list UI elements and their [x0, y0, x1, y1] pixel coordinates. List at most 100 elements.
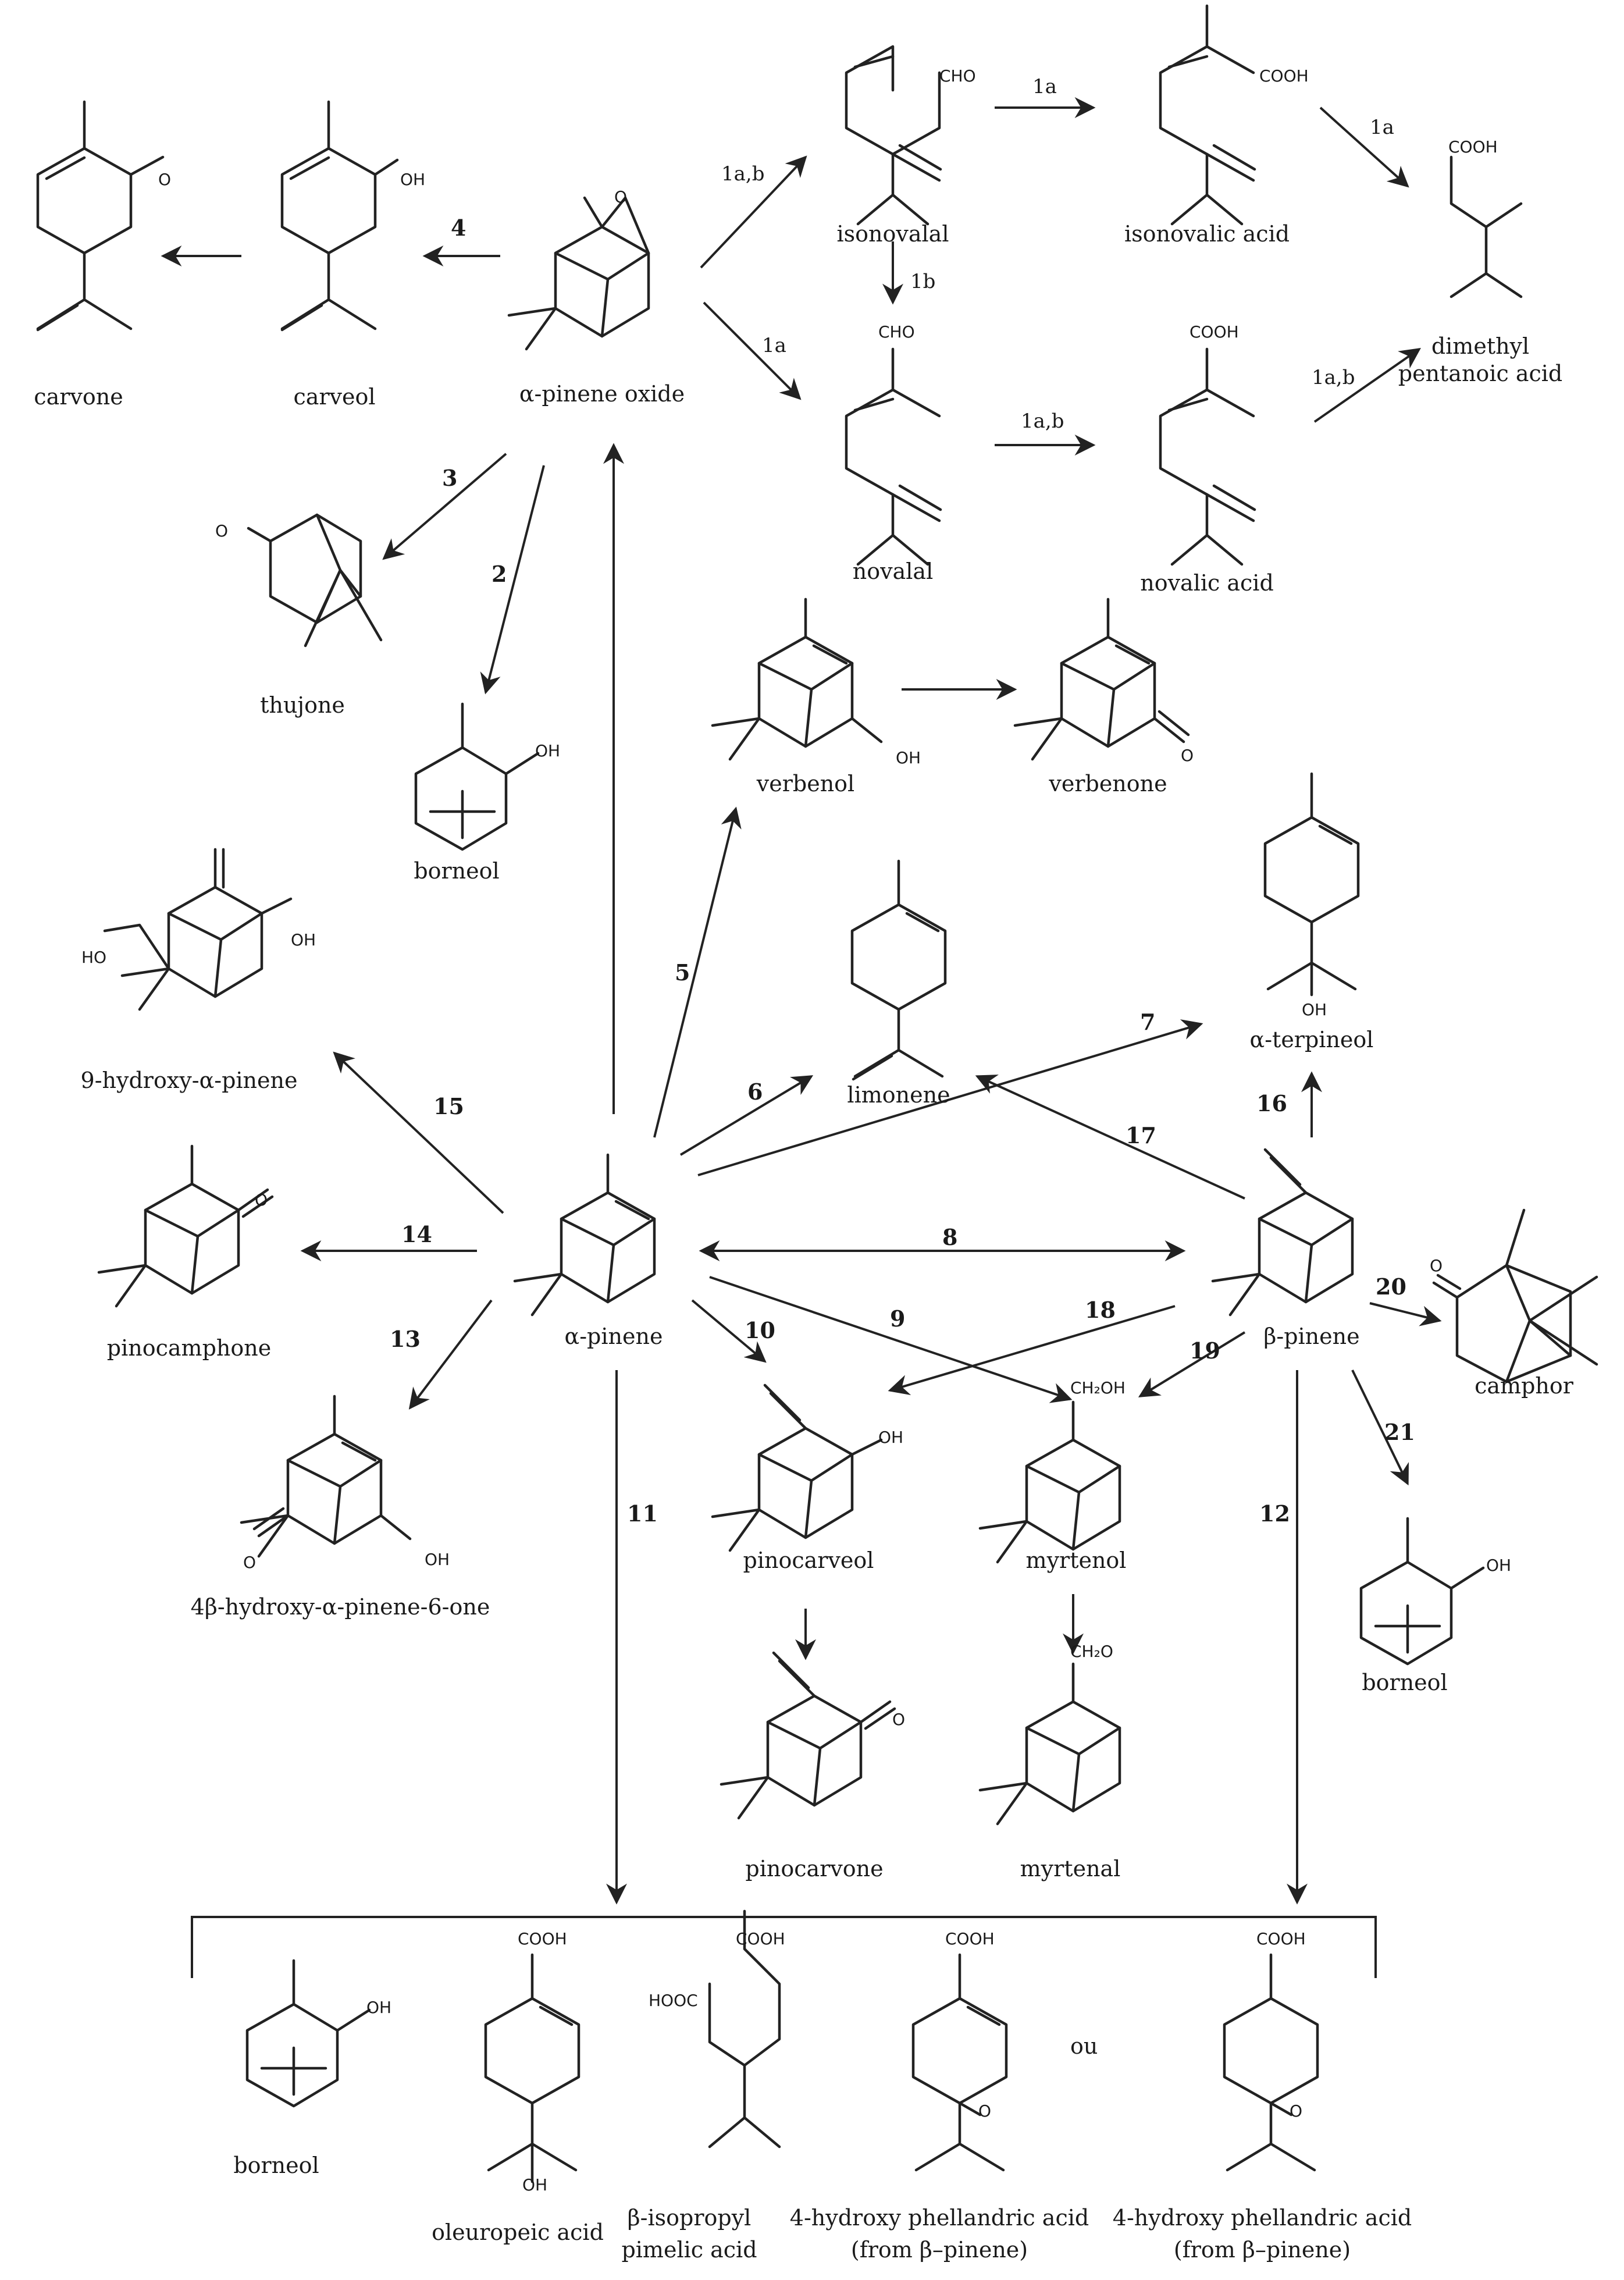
step-11: 11 [627, 1500, 658, 1527]
hydroxy-alpha-pinene-label: 9-hydroxy-α-pinene [81, 1068, 298, 1093]
carveol-label: carveol [293, 384, 375, 410]
phellandric-b-label-1: 4-hydroxy phellandric acid [1113, 2205, 1412, 2231]
myrtenal-structure [980, 1662, 1120, 1824]
phellandric-b-o-label: O [1290, 2101, 1302, 2121]
borneol-product-oh-label: OH [366, 1998, 391, 2017]
verbenone-label: verbenone [1048, 771, 1167, 796]
myrtenal-label: myrtenal [1020, 1856, 1121, 1881]
limonene-structure [852, 859, 945, 1081]
phellandric-b-cooh-label: COOH [1256, 1929, 1306, 1948]
pinocarvone-label: pinocarvone [745, 1856, 883, 1881]
dimethyl-label-1: dimethyl [1431, 333, 1529, 359]
novalic-acid-label: novalic acid [1140, 570, 1274, 596]
step-9: 9 [890, 1306, 905, 1332]
pinocarveol-label: pinocarveol [743, 1548, 874, 1573]
verbenol-structure [713, 597, 883, 759]
step-12: 12 [1259, 1500, 1290, 1527]
limonene-label: limonene [847, 1082, 950, 1108]
borneol-product-label: borneol [233, 2153, 319, 2178]
pimelic-label-1: β-isopropyl [628, 2205, 752, 2231]
verbenone-o-label: O [1181, 746, 1194, 765]
step-1b: 1b [910, 270, 935, 293]
step-13: 13 [390, 1326, 421, 1352]
phellandric-a-o-label: O [978, 2101, 991, 2121]
alpha-pinene-oxide-structure [509, 196, 650, 349]
step-1a-right: 1a [1370, 116, 1394, 139]
borneol-right-structure [1361, 1518, 1485, 1664]
pimelic-cooh-label: COOH [736, 1929, 785, 1948]
borneol-label: borneol [414, 858, 499, 884]
thujone-structure [247, 513, 383, 648]
step-numbers: 1a 1a 1a,b 1b 1a 1a,b 1a,b 2 3 4 5 6 7 8… [390, 75, 1415, 1527]
isonovalic-acid-label: isonovalic acid [1124, 221, 1290, 247]
step-6: 6 [747, 1079, 763, 1105]
oleuropeic-acid-structure [486, 1953, 579, 2183]
dimethyl-cooh-label: COOH [1448, 137, 1498, 156]
compound-labels: carvone carveol α-pinene oxide isonovala… [34, 221, 1573, 2263]
hpo-oh-label: OH [425, 1550, 450, 1569]
step-3: 3 [442, 465, 457, 491]
step-10: 10 [745, 1317, 775, 1343]
beta-pinene-label: β-pinene [1263, 1324, 1359, 1349]
pinocarveol-oh-label: OH [878, 1428, 903, 1447]
oleuropeic-acid-label: oleuropeic acid [432, 2219, 604, 2245]
reaction-arrows [161, 97, 1442, 1905]
carvone-structure [36, 100, 165, 332]
borneol-right-label: borneol [1362, 1670, 1447, 1695]
isonovalic-cooh-label: COOH [1259, 66, 1309, 86]
novalic-acid-structure [1159, 347, 1256, 566]
phellandric-a-cooh-label: COOH [945, 1929, 995, 1948]
camphor-label: camphor [1475, 1373, 1574, 1399]
pinocamphone-o-label: O [255, 1190, 268, 1210]
step-18: 18 [1085, 1297, 1116, 1323]
step-4: 4 [451, 215, 466, 241]
myrtenal-ch2o-label: CH₂O [1070, 1642, 1113, 1661]
beta-pinene-structure [1213, 1148, 1352, 1315]
step-2: 2 [492, 561, 507, 587]
novalal-label: novalal [853, 559, 933, 584]
hydroxy-pinene-one-label: 4β-hydroxy-α-pinene-6-one [191, 1594, 490, 1620]
borneol-right-oh-label: OH [1486, 1556, 1511, 1575]
terpineol-oh-label: OH [1302, 1000, 1327, 1019]
verbenone-structure [1015, 597, 1190, 759]
novalal-structure [845, 347, 942, 566]
step-8: 8 [942, 1224, 957, 1250]
pinocarveol-structure [713, 1383, 883, 1550]
dimethyl-label-2: pentanoic acid [1398, 361, 1563, 386]
pinocarvone-o-label: O [892, 1710, 905, 1729]
verbenol-oh-label: OH [896, 748, 921, 767]
pinocamphone-structure [99, 1144, 274, 1306]
alpha-pinene-structure [515, 1153, 654, 1315]
step-1ab-top: 1a,b [721, 162, 764, 186]
step-20: 20 [1376, 1274, 1406, 1300]
step-19: 19 [1189, 1338, 1220, 1364]
thujone-label: thujone [260, 692, 345, 718]
carveol-structure [280, 100, 399, 332]
borneol-product-structure [247, 1961, 371, 2106]
pimelic-hooc-label: HOOC [649, 1991, 698, 2010]
hydroxy-pinene-one-structure [241, 1395, 412, 1556]
phellandric-b-label-2: (from β–pinene) [1174, 2237, 1351, 2263]
hydroxy-ho-label: HO [81, 948, 106, 967]
isonovalal-structure [845, 45, 942, 226]
carvone-o-label: O [158, 170, 171, 189]
isonovalal-label: isonovalal [837, 221, 949, 247]
pinocamphone-label: pinocamphone [107, 1335, 271, 1361]
phellandric-a-label-2: (from β–pinene) [851, 2237, 1028, 2263]
hydroxy-alpha-pinene-structure [103, 848, 293, 1009]
phellandric-acid-b-structure [1224, 1953, 1317, 2172]
isonovalal-cho-label: CHO [939, 66, 976, 86]
step-15: 15 [433, 1093, 464, 1119]
oleuropeic-cooh-label: COOH [518, 1929, 567, 1948]
myrtenol-ch2oh-label: CH₂OH [1070, 1378, 1126, 1397]
hpo-o-label: O [243, 1553, 256, 1572]
product-bracket [191, 1916, 1377, 1978]
myrtenol-label: myrtenol [1026, 1548, 1127, 1573]
alpha-pinene-label: α-pinene [565, 1324, 663, 1349]
thujone-o-label: O [215, 521, 228, 540]
phellandric-a-label-1: 4-hydroxy phellandric acid [790, 2205, 1089, 2231]
step-1a-top: 1a [1032, 75, 1057, 98]
step-16: 16 [1256, 1090, 1287, 1116]
step-7: 7 [1140, 1009, 1155, 1035]
carveol-oh-label: OH [400, 170, 425, 189]
